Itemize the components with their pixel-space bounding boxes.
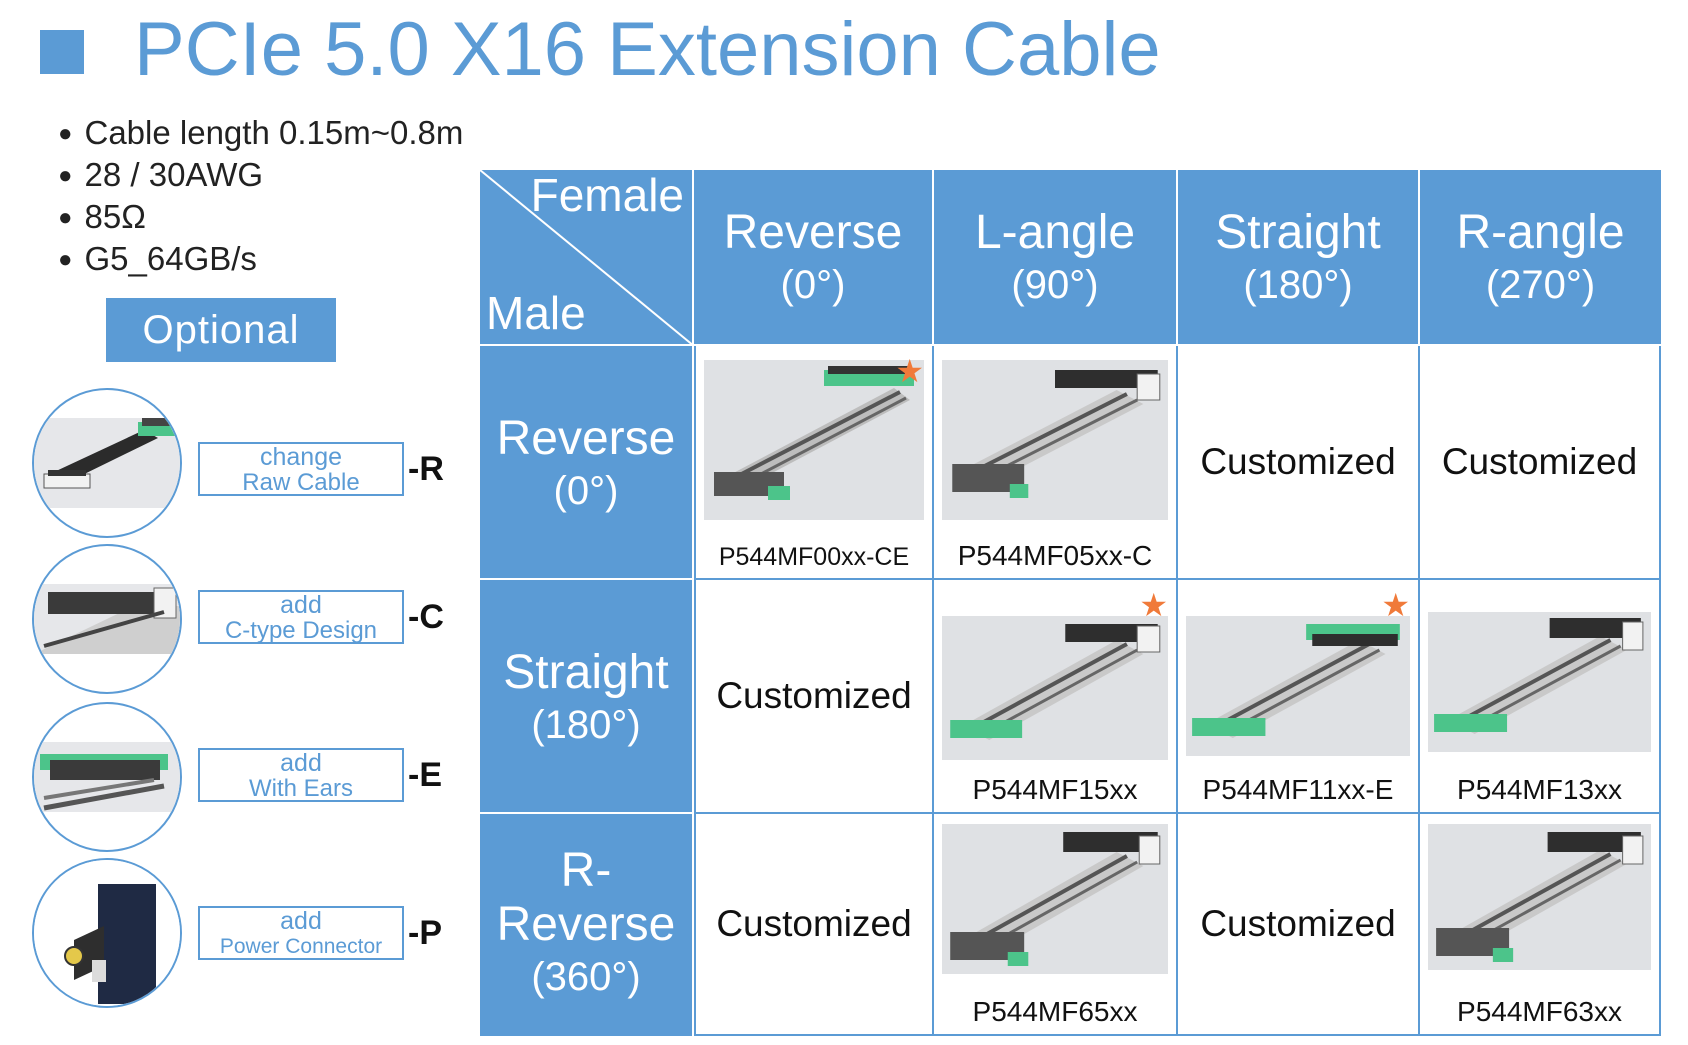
part-number: P544MF13xx: [1457, 774, 1622, 805]
with-ears-photo: [32, 702, 182, 852]
spec-cable-length: Cable length 0.15m~0.8m: [58, 112, 464, 154]
cell-customized: Customized: [694, 814, 934, 1036]
suffix-r: -R: [408, 450, 444, 488]
row-header-reverse: Reverse (0°): [480, 346, 694, 580]
suffix-e: -E: [408, 756, 442, 794]
c-type-photo: [32, 544, 182, 694]
suffix-c: -C: [408, 598, 444, 636]
cell-p544mf00xx-ce: ★ P544MF00xx-CE: [694, 346, 934, 580]
part-number: P544MF65xx: [972, 996, 1138, 1027]
spec-list: Cable length 0.15m~0.8m 28 / 30AWG 85Ω G…: [58, 112, 464, 280]
optional-label: Optional: [106, 298, 336, 362]
option-with-ears: add With Ears -E: [26, 702, 456, 852]
cell-p544mf11xx-e: ★ P544MF11xx-E: [1178, 580, 1420, 814]
option-c-type: add C-type Design -C: [26, 544, 456, 694]
c-type-box: add C-type Design: [198, 590, 404, 644]
page-title: PCIe 5.0 X16 Extension Cable: [134, 7, 1161, 92]
cable-photo: [1428, 824, 1651, 970]
cell-p544mf05xx-c: P544MF05xx-C: [934, 346, 1178, 580]
cell-customized: Customized: [1178, 346, 1420, 580]
power-connector-photo: [32, 858, 182, 1008]
product-matrix: Female Male Reverse (0°) L-angle (90°) S…: [480, 169, 1661, 1036]
raw-cable-photo: [32, 388, 182, 538]
star-icon: ★: [1381, 587, 1410, 623]
cell-customized: Customized: [1178, 814, 1420, 1036]
part-number: P544MF05xx-C: [957, 540, 1153, 571]
option-power-connector: add Power Connector -P: [26, 858, 456, 1008]
male-label: Male: [486, 287, 586, 339]
part-number: P544MF15xx: [972, 774, 1138, 805]
corner-header: Female Male: [480, 169, 694, 346]
cable-photo: [942, 360, 1168, 520]
power-connector-box: add Power Connector: [198, 906, 404, 960]
cable-photo: [704, 360, 924, 520]
with-ears-box: add With Ears: [198, 748, 404, 802]
cable-photo: [942, 824, 1168, 974]
cell-p544mf63xx: P544MF63xx: [1420, 814, 1661, 1036]
spec-speed: G5_64GB/s: [58, 238, 463, 280]
cell-customized: Customized: [1420, 346, 1661, 580]
part-number: P544MF63xx: [1457, 996, 1622, 1027]
star-icon: ★: [1139, 587, 1168, 623]
cable-photo: [1428, 612, 1651, 752]
cell-p544mf13xx: P544MF13xx: [1420, 580, 1661, 814]
female-label: Female: [530, 169, 684, 221]
option-raw-cable: change Raw Cable -R: [26, 388, 456, 538]
col-header-l-angle: L-angle (90°): [934, 170, 1178, 346]
title-square-icon: [40, 30, 84, 74]
row-header-straight: Straight (180°): [480, 580, 694, 814]
part-number: P544MF00xx-CE: [718, 543, 910, 571]
raw-cable-box: change Raw Cable: [198, 442, 404, 496]
col-header-r-angle: R-angle (270°): [1420, 170, 1661, 346]
suffix-p: -P: [408, 914, 442, 952]
col-header-straight: Straight (180°): [1178, 170, 1420, 346]
cable-photo: [1186, 616, 1410, 756]
star-icon: ★: [895, 353, 924, 389]
part-number: P544MF11xx-E: [1202, 774, 1394, 805]
row-header-r-reverse: R- Reverse (360°): [480, 814, 694, 1036]
diagonal-line-icon: [480, 170, 694, 346]
spec-impedance: 85Ω: [58, 196, 463, 238]
cable-photo: [942, 616, 1168, 760]
spec-awg: 28 / 30AWG: [58, 154, 463, 196]
cell-p544mf65xx: P544MF65xx: [934, 814, 1178, 1036]
cell-p544mf15xx: ★ P544MF15xx: [934, 580, 1178, 814]
col-header-reverse: Reverse (0°): [694, 170, 934, 346]
cell-customized: Customized: [694, 580, 934, 814]
